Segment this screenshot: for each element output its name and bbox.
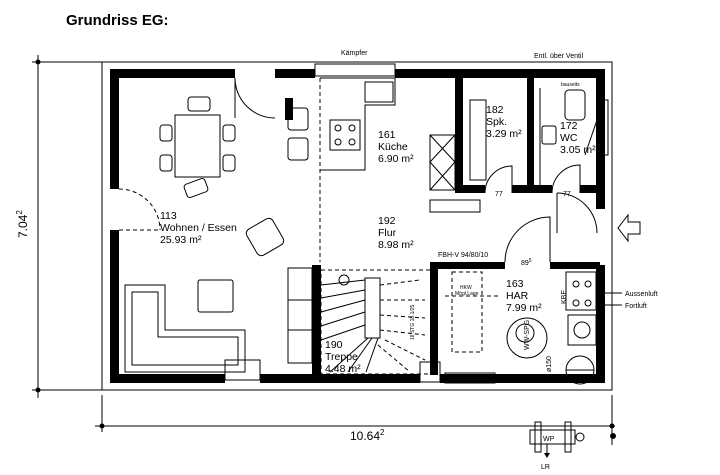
window-wc [597, 99, 609, 156]
svg-text:25.93 m²: 25.93 m² [160, 234, 202, 246]
svg-text:Küche: Küche [378, 141, 408, 153]
svg-text:WC: WC [560, 132, 578, 144]
svg-text:161: 161 [378, 129, 396, 141]
svg-text:7.042: 7.042 [15, 210, 30, 238]
outer-wall-line [101, 61, 613, 391]
width-dimension: 10.642 [95, 395, 615, 445]
room-treppe: 190 Treppe 4.48 m² [325, 339, 361, 375]
room-wc: 172 WC 3.05 m² [560, 120, 596, 156]
fbh-label: FBH-V 94/80/10 [438, 252, 488, 259]
room-har: 163 HAR 7.99 m² [506, 278, 542, 314]
room-kueche: 161 Küche 6.90 m² [378, 129, 414, 165]
height-dimension: 7.042 [15, 55, 102, 398]
svg-text:10.642: 10.642 [350, 428, 385, 443]
svg-text:163: 163 [506, 278, 524, 290]
svg-text:HAR: HAR [506, 290, 529, 302]
stairs-label: 18 STG 18.1/25 [410, 304, 416, 340]
svg-text:Flur: Flur [378, 227, 397, 239]
svg-text:182: 182 [486, 104, 504, 116]
hkw-label: HKW [460, 285, 472, 291]
staircase: 18 STG 18.1/25 [320, 269, 432, 375]
svg-text:172: 172 [560, 120, 578, 132]
outdoor-wp-label: WP [543, 436, 555, 443]
svg-text:4.48 m²: 4.48 m² [325, 363, 361, 375]
entl-label: Entl. über Ventil [534, 53, 583, 60]
door-wc-width: 77 [563, 191, 571, 198]
svg-text:Treppe: Treppe [325, 351, 358, 363]
wwspg-label: WW-SPG [524, 320, 531, 350]
svg-text:Spk.: Spk. [486, 116, 507, 128]
fortluft-label: Fortluft [625, 303, 647, 310]
svg-text:3.29 m²: 3.29 m² [486, 128, 522, 140]
wp-label: WP [573, 375, 585, 382]
svg-text:113: 113 [160, 210, 177, 222]
living-furniture [124, 217, 313, 373]
room-flur: 192 Flur 8.98 m² [378, 215, 414, 251]
svg-text:8.98 m²: 8.98 m² [378, 239, 414, 251]
width-value: 10.64 [350, 429, 380, 443]
kitchen-fixtures [319, 77, 487, 262]
door-spk-width: 77 [495, 191, 503, 198]
window-kitchen [314, 63, 396, 77]
bauseits-label: bauseits [561, 82, 580, 88]
kbe-label: KBE [561, 290, 568, 304]
svg-text:6.90 m²: 6.90 m² [378, 153, 414, 165]
svg-text:7.99 m²: 7.99 m² [506, 302, 542, 314]
height-value: 7.04 [16, 214, 30, 238]
svg-text:Wohnen / Essen: Wohnen / Essen [160, 222, 237, 234]
lr-label: LR [541, 464, 550, 471]
doors [118, 77, 598, 383]
dining-table [159, 96, 309, 198]
har-fixtures [444, 271, 622, 385]
room-spk: 182 Spk. 3.29 m² [486, 104, 522, 140]
outdoor-heat-pump: WP LR [529, 421, 616, 471]
door-har-width: 89 [521, 260, 529, 267]
entrance-arrow-icon [617, 213, 641, 243]
aussenluft-label: Aussenluft [625, 291, 658, 298]
svg-text:192: 192 [378, 215, 396, 227]
plan-title: Grundriss EG: [66, 12, 169, 29]
svg-text:3.05 m²: 3.05 m² [560, 144, 596, 156]
d150-label: ø150 [546, 356, 553, 372]
hkw-sub-label: Mögl.Lage [455, 291, 479, 297]
svg-text:895: 895 [521, 258, 532, 267]
wc-fixtures [539, 88, 586, 185]
versorger-label: Versorger [452, 377, 474, 383]
room-wohnen: 113 Wohnen / Essen 25.93 m² [160, 210, 237, 246]
kaempfer-label: Kämpfer [341, 50, 368, 57]
svg-text:190: 190 [325, 339, 343, 351]
